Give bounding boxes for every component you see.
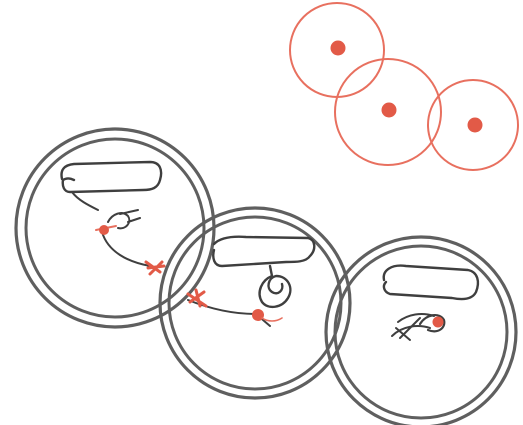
ring-1-sketch [62,162,162,266]
red-circle-2 [335,59,441,165]
ring-1-marker-dot [99,225,109,235]
red-dot-1 [331,41,346,56]
gray-ring-1 [16,129,214,327]
ring-2-spiral [260,266,291,307]
red-circle-1 [290,3,384,97]
ring-2-marker-dot [252,309,264,321]
red-dot-3 [468,118,483,133]
red-dot-2 [382,103,397,118]
ring-1-label-box [62,162,162,192]
ring-2-label-box [213,237,314,266]
gray-ring-2 [160,208,350,398]
red-circle-3 [428,80,518,170]
gray-rings-group [16,129,516,425]
ring-3-marker-dot [433,317,444,328]
gray-ring-3 [326,237,516,425]
ring-2-sketch [188,237,314,326]
ring-3-sketch [384,266,478,340]
link-connector-1 [146,262,164,274]
ring-3-label-box [384,266,478,299]
red-circles-group [290,3,518,170]
